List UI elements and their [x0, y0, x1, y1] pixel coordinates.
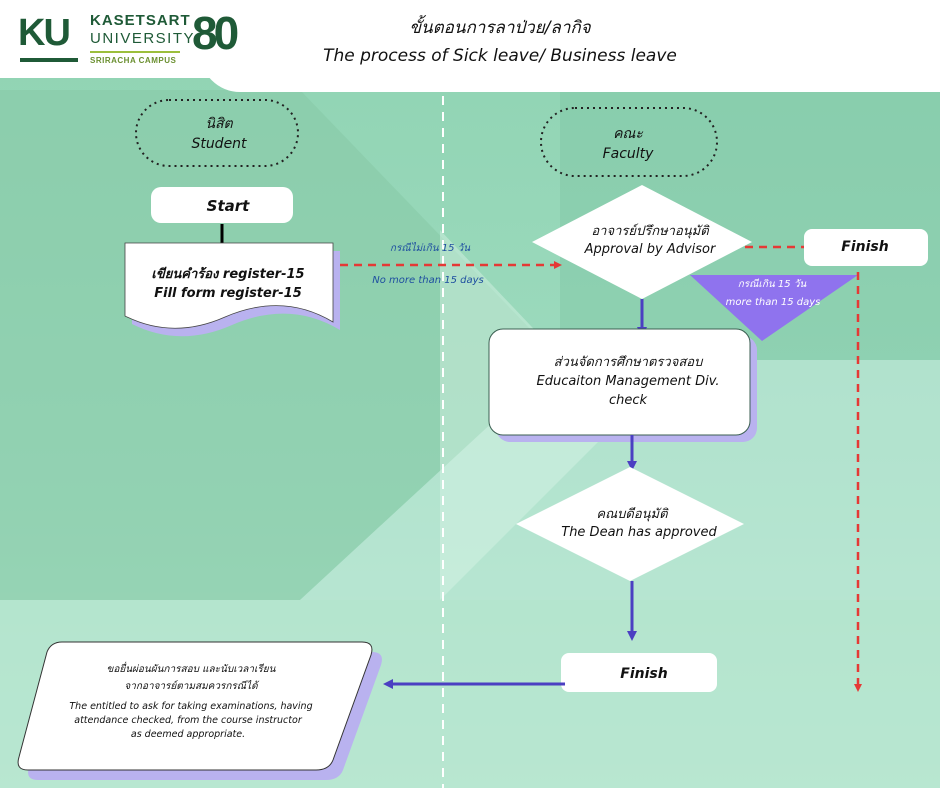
logo-campus: SRIRACHA CAMPUS	[90, 56, 177, 65]
dean-en: The Dean has approved	[561, 525, 717, 540]
lane-header-student: นิสิต Student	[135, 99, 299, 167]
lane-faculty-en: Faculty	[603, 146, 655, 162]
lane-faculty-th: คณะ	[613, 126, 643, 142]
university-logo: KU KASETSART UNIVERSITY SRIRACHA CAMPUS …	[6, 0, 270, 78]
condition-over-en: more than 15 days	[726, 297, 821, 308]
lane-student-en: Student	[191, 136, 247, 152]
finish-bottom-label: Finish	[620, 666, 667, 682]
condition-under-en: No more than 15 days	[372, 275, 484, 286]
result-node: ขอยื่นผ่อนผันการสอบ และนับเวลาเรียน จากอ…	[17, 641, 382, 780]
dean-decision-node: คณบดีอนุมัติ The Dean has approved	[516, 467, 744, 581]
condition-over-badge: กรณีเกิน 15 วัน more than 15 days	[690, 275, 858, 341]
page-title-en: The process of Sick leave/ Business leav…	[323, 46, 677, 66]
education-th: ส่วนจัดการศึกษาตรวจสอบ	[554, 355, 704, 370]
finish-bottom-node: Finish	[561, 653, 717, 692]
anniversary-mark: 80	[192, 7, 239, 59]
result-en-2: attendance checked, from the course inst…	[74, 715, 303, 726]
advisor-th: อาจารย์ปรึกษาอนุมัติ	[591, 223, 709, 239]
form-en: Fill form register-15	[154, 286, 302, 301]
form-th: เขียนคำร้อง register-15	[151, 266, 304, 282]
education-en-2: check	[609, 393, 648, 408]
education-check-node: ส่วนจัดการศึกษาตรวจสอบ Educaiton Managem…	[488, 328, 757, 442]
result-en-3: as deemed appropriate.	[131, 729, 245, 740]
condition-over-th: กรณีเกิน 15 วัน	[738, 278, 808, 290]
form-document-node: เขียนคำร้อง register-15 Fill form regist…	[124, 242, 340, 337]
finish-top-label: Finish	[841, 239, 888, 255]
result-en-1: The entitled to ask for taking examinati…	[69, 701, 312, 712]
result-th-2: จากอาจารย์ตามสมควรกรณีได้	[124, 680, 259, 692]
logo-mark: KU	[18, 12, 71, 54]
start-label: Start	[207, 197, 250, 215]
condition-under-th: กรณีไม่เกิน 15 วัน	[390, 242, 471, 254]
page-title-th: ขั้นตอนการลาป่วย/ลากิจ	[409, 18, 591, 38]
advisor-decision-node: อาจารย์ปรึกษาอนุมัติ Approval by Advisor	[532, 185, 752, 299]
advisor-en: Approval by Advisor	[584, 242, 717, 257]
logo-line-1: KASETSART	[90, 12, 191, 29]
logo-line-2: UNIVERSITY	[90, 30, 196, 47]
education-en-1: Educaiton Management Div.	[536, 374, 719, 389]
dean-th: คณบดีอนุมัติ	[596, 506, 668, 522]
lane-header-faculty: คณะ Faculty	[540, 107, 718, 177]
lane-student-th: นิสิต	[205, 116, 233, 132]
result-th-1: ขอยื่นผ่อนผันการสอบ และนับเวลาเรียน	[107, 661, 277, 675]
header: KU KASETSART UNIVERSITY SRIRACHA CAMPUS …	[0, 0, 940, 92]
finish-top-node: Finish	[804, 229, 928, 266]
start-node: Start	[151, 187, 293, 223]
